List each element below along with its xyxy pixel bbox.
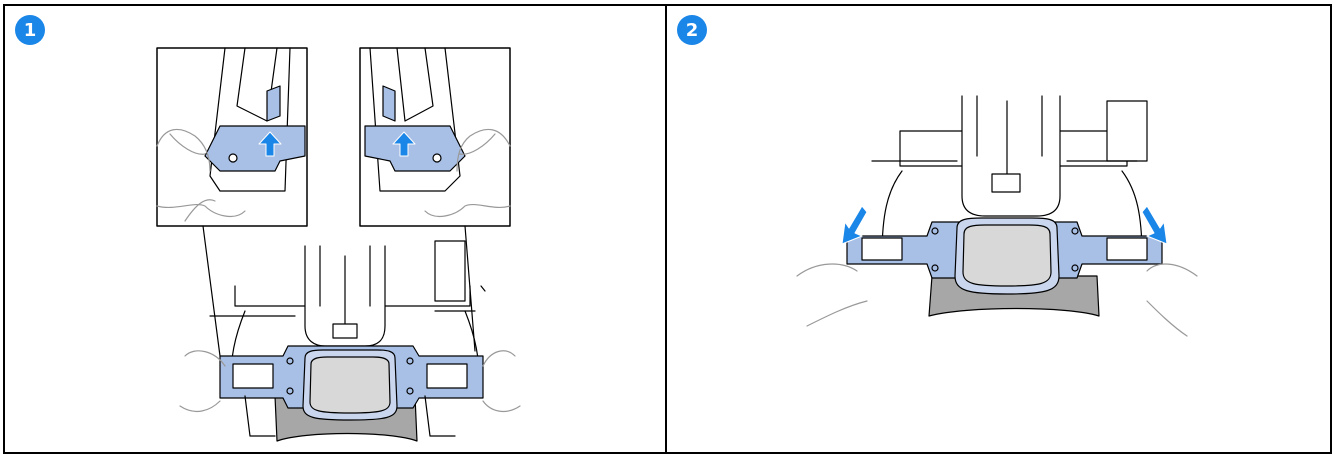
step-1-illustration: [5, 6, 665, 452]
inset-left: [157, 48, 307, 226]
step-2-illustration: [667, 6, 1330, 452]
machine-step-2: [797, 96, 1197, 336]
inset-right: [360, 48, 510, 226]
step-1-panel: 1: [3, 4, 667, 454]
step-2-panel: 2: [665, 4, 1332, 454]
